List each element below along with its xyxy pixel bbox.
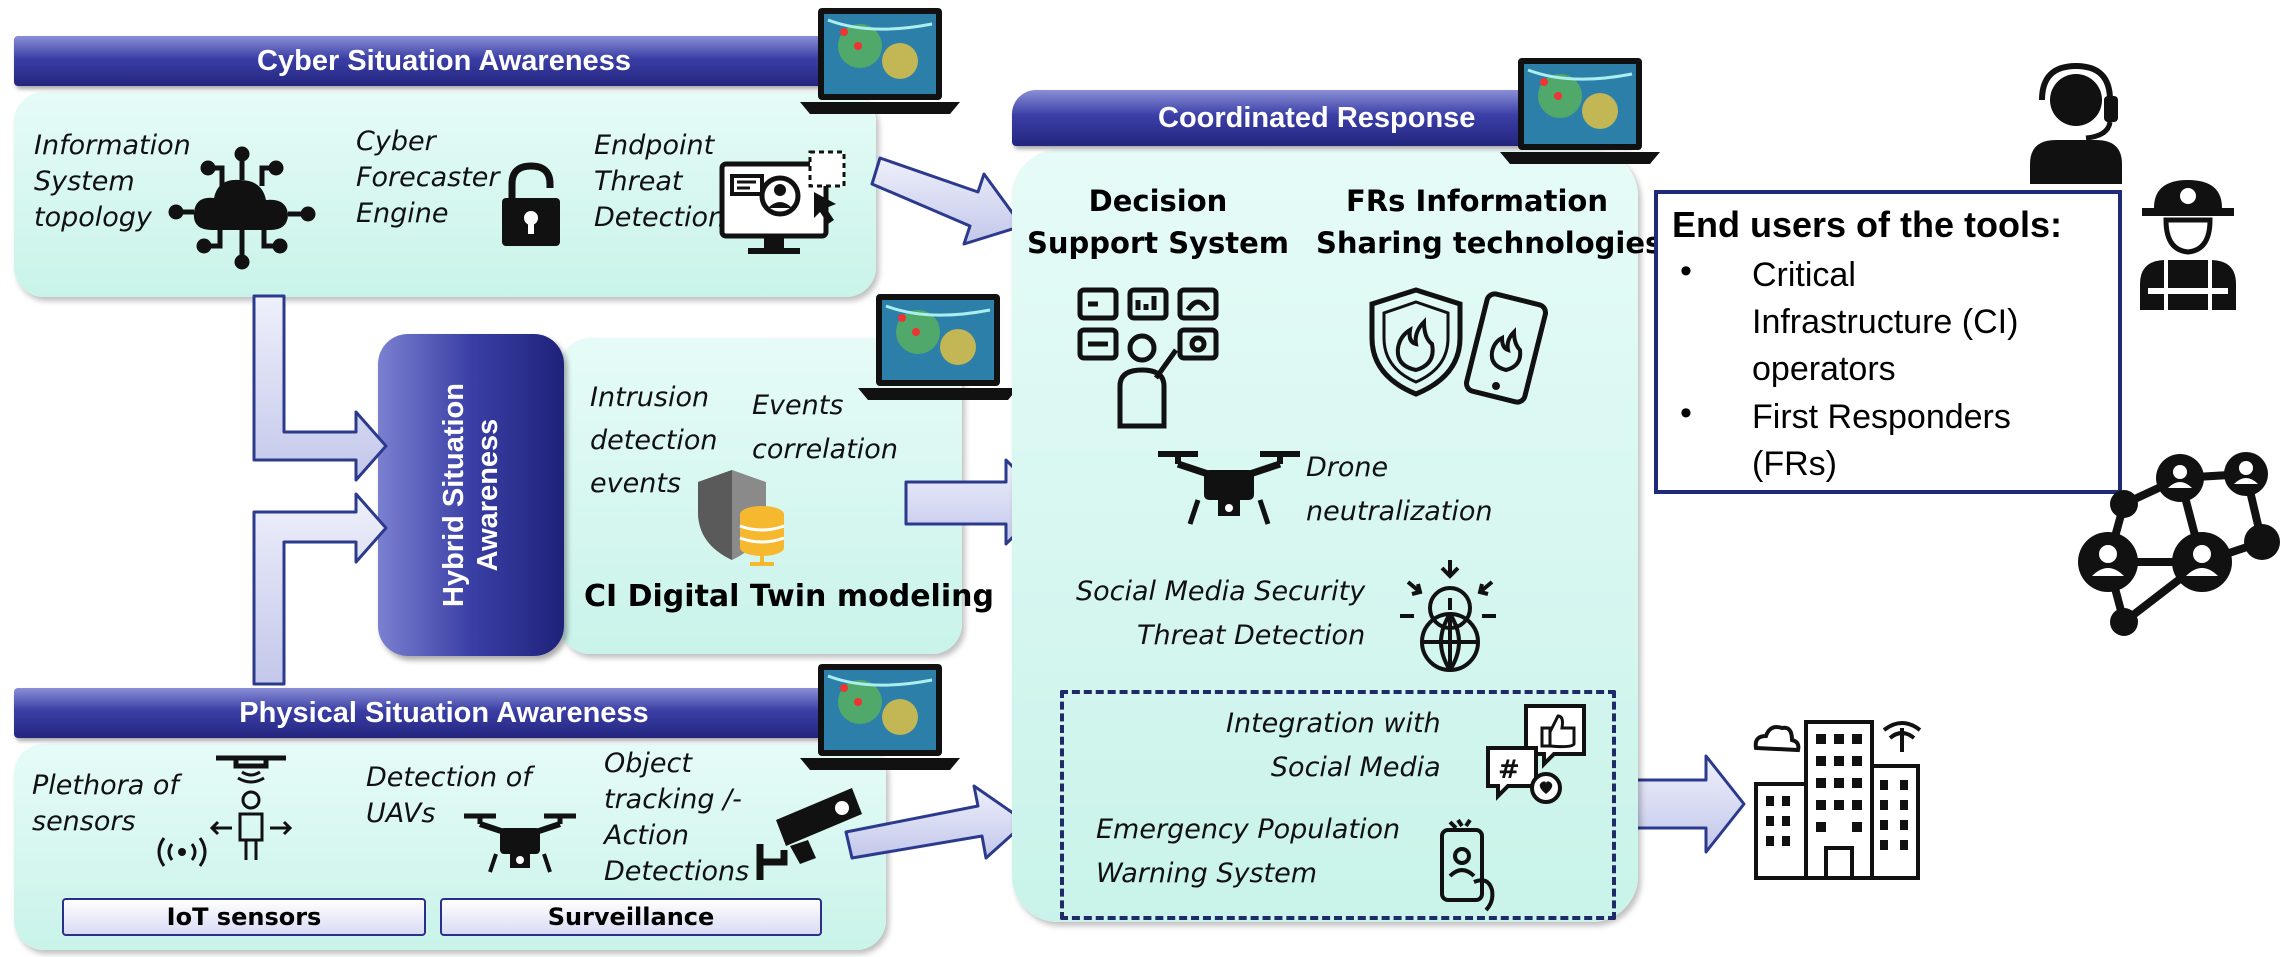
arrow-cyber-response (870, 156, 1024, 246)
dashboard-person-icon (1077, 287, 1219, 429)
warning-label: Emergency Population Warning System (1096, 814, 1401, 889)
forecaster-label: Cyber Forecaster Engine (356, 126, 500, 229)
drone-icon (1158, 451, 1300, 525)
physical-title-bar: Physical Situation Awareness (14, 688, 874, 738)
globe-alert-icon (1400, 560, 1496, 672)
end-users-bullet-2: • (1680, 394, 1692, 432)
social-integration-box (1060, 690, 1616, 920)
social-threat-label: Social Media Security Threat Detection (1076, 576, 1366, 651)
drone-label: Drone neutralization (1306, 452, 1493, 527)
response-title: Coordinated Response (1158, 101, 1476, 134)
surveillance-tag: Surveillance (440, 898, 822, 936)
correlation-label: Events correlation (752, 390, 898, 465)
cyber-title: Cyber Situation Awareness (257, 44, 631, 77)
laptop-map-icon (800, 664, 960, 770)
cloud-network-icon (168, 146, 316, 270)
phone-fire-icon (1463, 291, 1549, 405)
sensors-label: Plethora of sensors (32, 770, 179, 837)
shield-database-icon (698, 470, 785, 566)
arrow-physical-response (844, 784, 1028, 860)
frs-label: FRs Information Sharing technologies (1316, 184, 1663, 260)
shield-fire-icon (1369, 287, 1463, 397)
cyber-title-bar: Cyber Situation Awareness (14, 36, 874, 86)
network-people-icon (2078, 452, 2280, 636)
laptop-map-icon (800, 8, 960, 114)
arrow-cyber-hybrid (252, 294, 388, 482)
padlock-icon (502, 162, 560, 246)
laptop-map-icon (858, 294, 1018, 400)
twin-label: CI Digital Twin modeling (584, 579, 994, 614)
topology-label: Information System topology (34, 130, 191, 233)
end-users-title: End users of the tools: (1672, 204, 2063, 245)
end-users-bullet-1: • (1680, 252, 1692, 290)
social-bubbles-icon: # (1486, 704, 1586, 804)
end-users-item-2: First Responders (FRs) (1752, 398, 2011, 483)
laptop-map-icon (1500, 58, 1660, 164)
hybrid-title-bar: Hybrid Situation Awareness (378, 334, 564, 656)
intrusion-label: Intrusion detection events (590, 382, 718, 499)
security-camera-icon (756, 788, 862, 880)
phone-person-icon (1440, 818, 1495, 912)
uavs-label: Detection of UAVs (366, 762, 532, 829)
building-icon (1753, 720, 1922, 880)
sensor-person-icon (157, 755, 293, 867)
endpoint-label: Endpoint Threat Detection (594, 130, 726, 233)
svg-text:#: # (1498, 755, 1520, 785)
firefighter-icon (2140, 180, 2236, 310)
social-integration-label: Integration with Social Media (1226, 708, 1441, 783)
iot-tag: IoT sensors (62, 898, 426, 936)
physical-title: Physical Situation Awareness (239, 696, 649, 729)
dss-label: Decision Support System (1026, 184, 1290, 260)
end-users-box (1654, 190, 2122, 494)
drone-icon (464, 813, 576, 873)
operator-headset-icon (2030, 62, 2122, 184)
arrow-physical-hybrid (252, 492, 388, 686)
monitor-user-icon (719, 150, 846, 254)
end-users-item-1: Critical Infrastructure (CI) operators (1752, 256, 2019, 388)
tracking-label: Object tracking /- Action Detections (604, 748, 750, 887)
